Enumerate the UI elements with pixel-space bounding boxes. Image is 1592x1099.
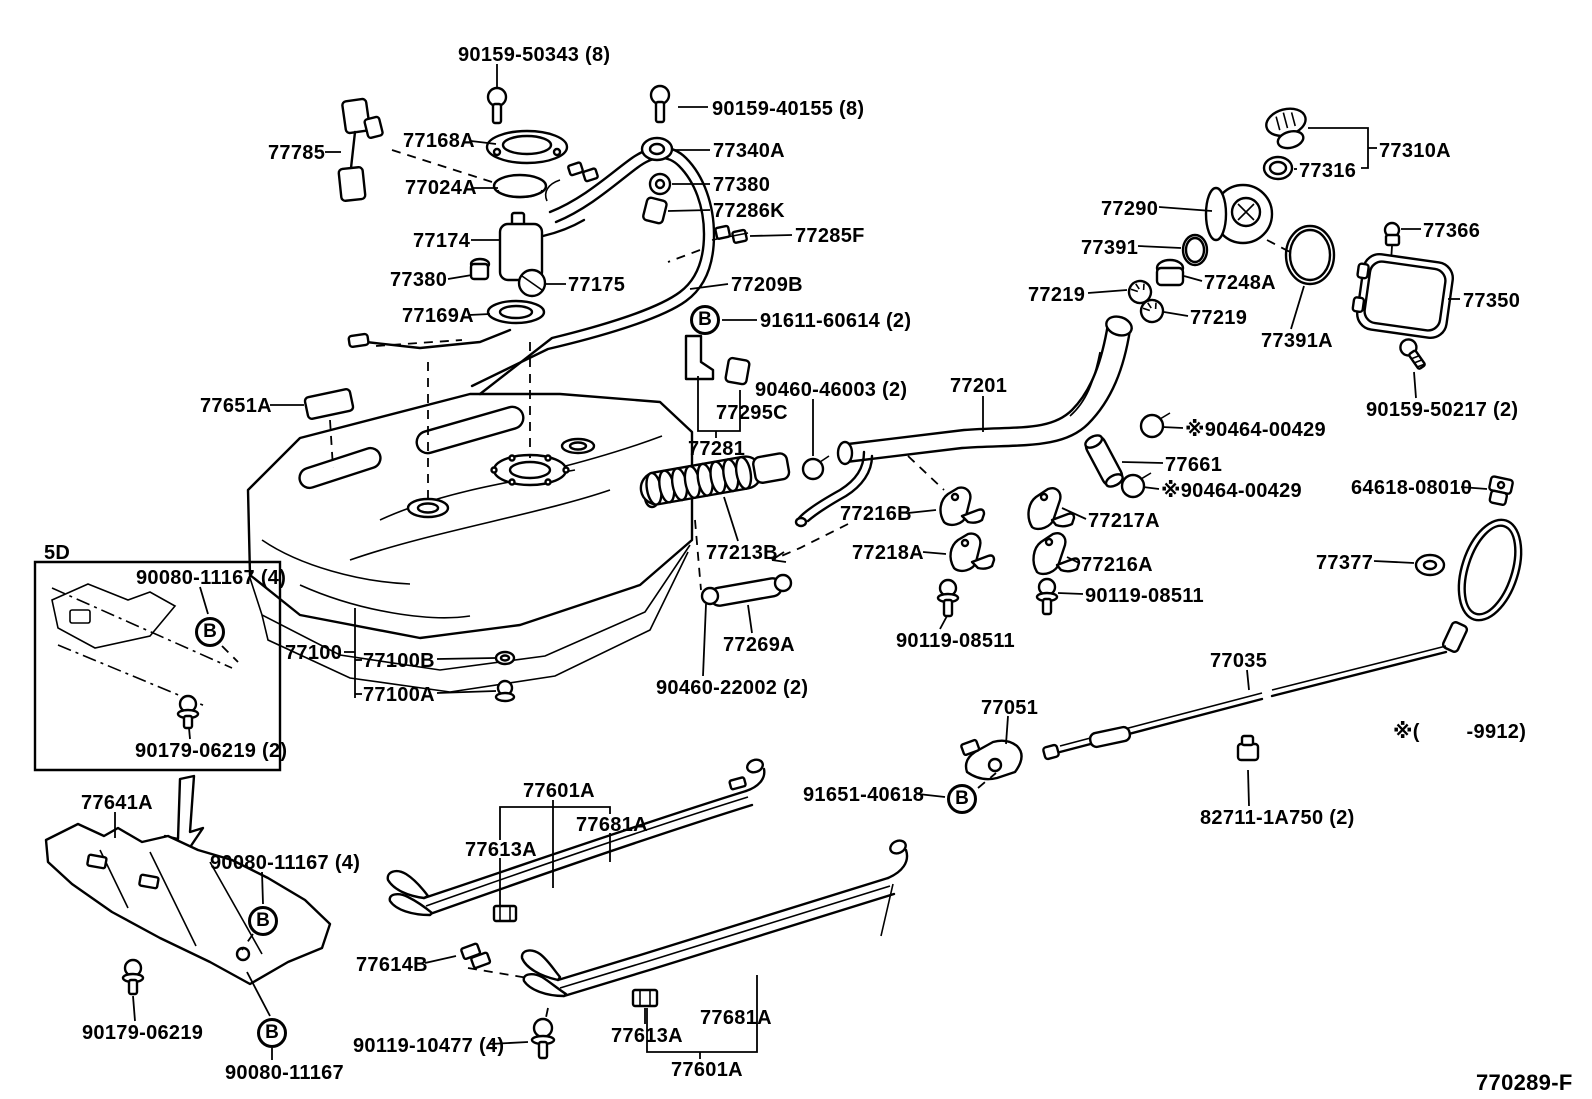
part-label-77601A-bottom: 77601A bbox=[671, 1059, 743, 1081]
marker-b-shield-lower: B bbox=[257, 1018, 287, 1048]
part-label-77024A: 77024A bbox=[405, 177, 477, 199]
part-label-77217A: 77217A bbox=[1088, 510, 1160, 532]
part-label-77391A: 77391A bbox=[1261, 330, 1333, 352]
part-label-77601A-top: 77601A bbox=[523, 780, 595, 802]
part-label-77614B: 77614B bbox=[356, 954, 428, 976]
part-label-82711-1A750: 82711-1A750 (2) bbox=[1200, 807, 1355, 829]
part-label-90179-06219-box: 90179-06219 (2) bbox=[135, 740, 288, 762]
part-label-77281: 77281 bbox=[688, 438, 746, 460]
part-label-90460-22002: 90460-22002 (2) bbox=[656, 677, 809, 699]
part-label-77613A-top: 77613A bbox=[465, 839, 537, 861]
part-label-77340A: 77340A bbox=[713, 140, 785, 162]
marker-b-inset: B bbox=[195, 617, 225, 647]
part-label-77100B: 77100B bbox=[363, 650, 435, 672]
part-label-77377: 77377 bbox=[1316, 552, 1374, 574]
5d-variant-inset-box bbox=[35, 562, 280, 868]
tank-band-upper-drawing bbox=[388, 758, 765, 921]
marker-b-shield-upper: B bbox=[248, 906, 278, 936]
filler-cap-cluster-drawing bbox=[1127, 105, 1455, 372]
part-label-77613A-bottom: 77613A bbox=[611, 1025, 683, 1047]
part-label-77290: 77290 bbox=[1101, 198, 1159, 220]
part-label-77785: 77785 bbox=[268, 142, 326, 164]
part-label-77681A-top: 77681A bbox=[576, 814, 648, 836]
part-label-77286K: 77286K bbox=[713, 200, 785, 222]
part-label-77218A: 77218A bbox=[852, 542, 924, 564]
cushion-77651A bbox=[304, 388, 354, 419]
heat-shield-drawing bbox=[46, 824, 330, 994]
part-label-77100: 77100 bbox=[285, 642, 343, 664]
part-label-77310A: 77310A bbox=[1379, 140, 1451, 162]
part-label-90464-00429-upper: ※90464-00429 bbox=[1185, 419, 1326, 441]
part-label-77168A: 77168A bbox=[403, 130, 475, 152]
part-label-77641A: 77641A bbox=[81, 792, 153, 814]
part-label-77219-right: 77219 bbox=[1190, 307, 1248, 329]
variant-tag-5d: 5D bbox=[44, 542, 71, 564]
part-label-90460-46003: 90460-46003 (2) bbox=[755, 379, 908, 401]
part-label-77035: 77035 bbox=[1210, 650, 1268, 672]
part-label-77216A: 77216A bbox=[1081, 554, 1153, 576]
part-label-77316: 77316 bbox=[1299, 160, 1357, 182]
part-label-90464-00429-lower: ※90464-00429 bbox=[1161, 480, 1302, 502]
part-label-77285F: 77285F bbox=[795, 225, 865, 247]
fuel-tube-bundle-drawing bbox=[472, 86, 750, 394]
part-label-90119-10477: 90119-10477 (4) bbox=[353, 1035, 505, 1057]
part-label-77380-right: 77380 bbox=[713, 174, 771, 196]
part-label-77175: 77175 bbox=[568, 274, 626, 296]
part-label-77100A: 77100A bbox=[363, 684, 435, 706]
part-label-90159-50343: 90159-50343 (8) bbox=[458, 44, 611, 66]
marker-b-tubes: B bbox=[690, 305, 720, 335]
part-label-77269A: 77269A bbox=[723, 634, 795, 656]
part-label-77248A: 77248A bbox=[1204, 272, 1276, 294]
misc-small-parts bbox=[304, 388, 514, 701]
part-label-77295C: 77295C bbox=[716, 402, 788, 424]
part-label-77366: 77366 bbox=[1423, 220, 1481, 242]
part-label-77201: 77201 bbox=[950, 375, 1008, 397]
fuel-pump-assembly-drawing bbox=[338, 88, 598, 348]
tank-band-lower-drawing bbox=[461, 838, 908, 1058]
production-range-note: ※( -9912) bbox=[1393, 721, 1527, 743]
part-label-77216B: 77216B bbox=[840, 503, 912, 525]
leader-lines bbox=[115, 64, 1487, 1060]
drawing-code: 770289-F bbox=[1476, 1070, 1573, 1095]
part-label-90119-08511-right: 90119-08511 bbox=[1085, 585, 1204, 607]
part-label-64618-08010: 64618-08010 bbox=[1351, 477, 1473, 499]
part-label-77681A-bottom: 77681A bbox=[700, 1007, 772, 1029]
part-label-77209B: 77209B bbox=[731, 274, 803, 296]
fuel-lid-cable-drawing bbox=[961, 476, 1533, 779]
part-label-77213B: 77213B bbox=[706, 542, 778, 564]
part-label-77661: 77661 bbox=[1165, 454, 1223, 476]
part-label-90119-08511-left: 90119-08511 bbox=[896, 630, 1015, 652]
part-label-90080-11167-bottom: 90080-11167 bbox=[225, 1062, 344, 1084]
marker-b-cable: B bbox=[947, 784, 977, 814]
corrugated-hose-drawing bbox=[638, 449, 790, 506]
part-label-77174: 77174 bbox=[413, 230, 471, 252]
part-label-91611-60614: 91611-60614 (2) bbox=[760, 310, 912, 332]
part-label-90159-50217: 90159-50217 (2) bbox=[1366, 399, 1519, 421]
part-label-77219-left: 77219 bbox=[1028, 284, 1086, 306]
fuel-tank-drawing bbox=[248, 394, 692, 692]
filler-pipe-drawing bbox=[638, 313, 1170, 616]
part-label-77350: 77350 bbox=[1463, 290, 1521, 312]
breather-hose-drawing bbox=[709, 577, 783, 607]
part-label-90080-11167-box: 90080-11167 (4) bbox=[136, 567, 287, 589]
part-label-77169A: 77169A bbox=[402, 305, 474, 327]
part-label-77051: 77051 bbox=[981, 697, 1039, 719]
part-label-90159-40155: 90159-40155 (8) bbox=[712, 98, 865, 120]
part-label-91651-40618: 91651-40618 bbox=[803, 784, 925, 806]
part-label-77391: 77391 bbox=[1081, 237, 1139, 259]
part-label-90080-11167-shield: 90080-11167 (4) bbox=[210, 852, 361, 874]
part-label-77651A: 77651A bbox=[200, 395, 272, 417]
part-label-90179-06219-bottom: 90179-06219 bbox=[82, 1022, 204, 1044]
part-label-77380-left: 77380 bbox=[390, 269, 448, 291]
